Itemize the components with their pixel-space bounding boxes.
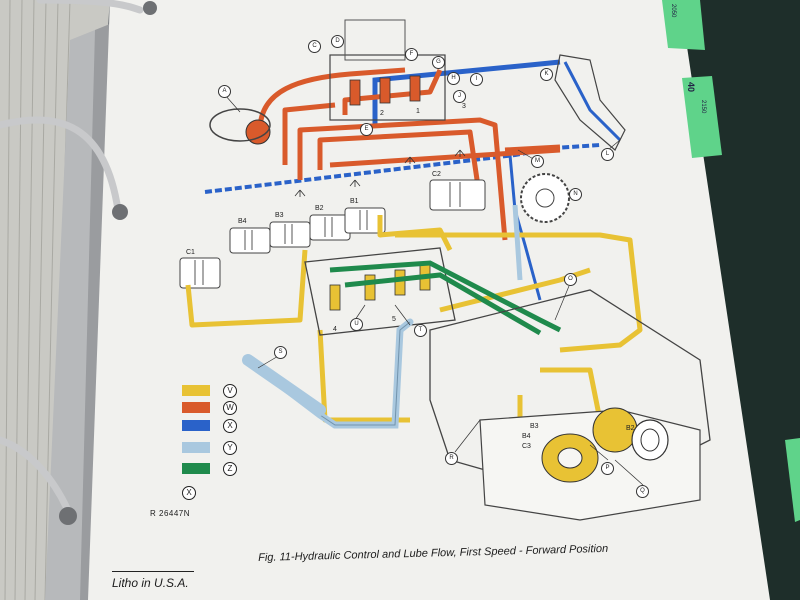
legend-letter-z: Z [223, 462, 237, 476]
label-e: E [360, 123, 373, 136]
label-num-2: 2 [380, 110, 384, 117]
legend-swatch-x [182, 420, 210, 431]
label-p: P [601, 462, 614, 475]
drive-gear-hub [535, 188, 555, 208]
clutch-pack-stripes [194, 182, 461, 285]
label-num-5: 5 [392, 316, 396, 323]
label-b2: B2 [315, 205, 324, 212]
label-num-4: 4 [333, 326, 337, 333]
lube-sprays [294, 149, 466, 197]
clutch-packs [179, 179, 486, 289]
label-f: F [405, 48, 418, 61]
label-b2-lower: B2 [626, 425, 635, 432]
label-num-3: 3 [462, 103, 466, 110]
control-valve-upper [344, 19, 406, 61]
divider-tab-green-2 [682, 76, 722, 158]
label-r: R [445, 452, 458, 465]
lube-tube-s [242, 354, 326, 416]
tab-text-2150: 2150 [700, 100, 706, 114]
label-t: T [414, 324, 427, 337]
legend-swatch-z [182, 463, 210, 474]
legend-letter-x: X [223, 419, 237, 433]
label-b1: B1 [350, 198, 359, 205]
label-q: Q [636, 485, 649, 498]
footer-litho: Litho in U.S.A. [112, 576, 189, 590]
label-s: S [274, 346, 287, 359]
legend-swatch-w [182, 402, 210, 413]
return-line-blue-down [508, 154, 542, 301]
legend-letter-w: W [223, 401, 237, 415]
divider-tab-green-1 [662, 0, 705, 50]
legend-letter-x-plain: X [182, 486, 196, 500]
label-c: C [308, 40, 321, 53]
brake-discs [541, 407, 669, 483]
binder-ring-ends [59, 1, 157, 525]
binder-rings [0, 0, 144, 519]
label-a: A [218, 85, 231, 98]
label-n: N [569, 188, 582, 201]
return-line-blue-right [563, 61, 622, 142]
drive-gear [520, 173, 570, 223]
control-valve-top [329, 54, 446, 121]
pump-red [245, 119, 271, 145]
label-m: M [531, 155, 544, 168]
label-b3-lower: B3 [530, 423, 539, 430]
lube-line-lightblue-2 [512, 204, 523, 281]
label-b4-lower: B4 [522, 433, 531, 440]
label-k: K [540, 68, 553, 81]
label-u: U [350, 318, 363, 331]
legend-swatch-v [182, 385, 210, 396]
label-c2: C2 [432, 171, 441, 178]
label-j: J [453, 90, 466, 103]
label-c3-lower: C3 [522, 443, 531, 450]
footer-rule [112, 571, 194, 572]
label-d: D [331, 35, 344, 48]
pressure-lines-green [329, 260, 562, 336]
label-b4: B4 [238, 218, 247, 225]
label-o: O [564, 273, 577, 286]
reference-number: R 26447N [150, 509, 191, 518]
label-l: L [601, 148, 614, 161]
divider-tab-green-3 [785, 438, 800, 522]
valve-spools-top [349, 75, 421, 106]
legend-swatch-y [182, 442, 210, 453]
label-g: G [432, 56, 445, 69]
pump-housing [209, 108, 271, 142]
main-valve-body [304, 247, 456, 336]
label-num-1: 1 [416, 108, 420, 115]
legend-swatches [182, 385, 210, 474]
tab-text-2050: 2050 [670, 4, 676, 18]
label-i: I [470, 73, 483, 86]
label-b3: B3 [275, 212, 284, 219]
legend-letter-v: V [223, 384, 237, 398]
tab-text-40: 40 [686, 82, 696, 93]
label-h: H [447, 72, 460, 85]
legend-letter-y: Y [223, 441, 237, 455]
label-c1: C1 [186, 249, 195, 256]
